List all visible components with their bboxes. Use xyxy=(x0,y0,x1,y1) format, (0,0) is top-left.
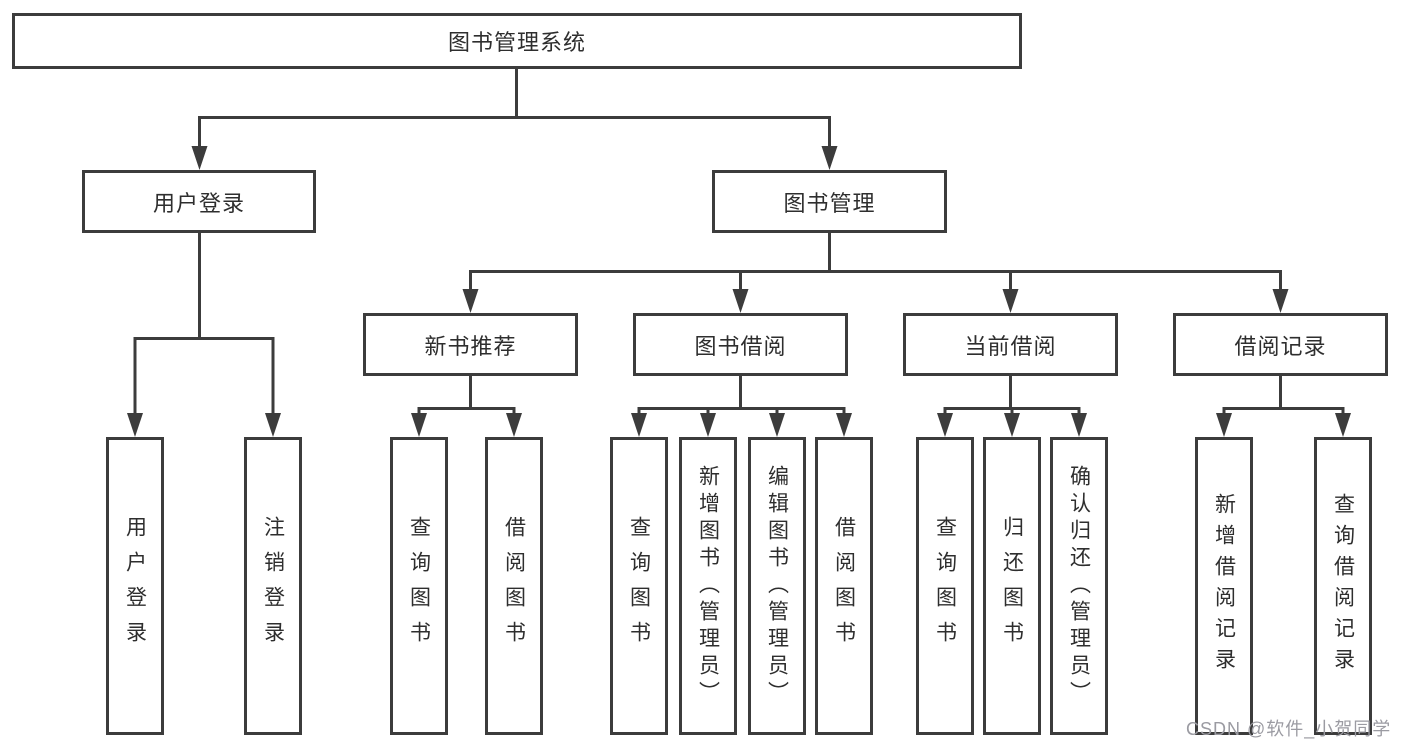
arrowhead-bookborrow-leaf-1 xyxy=(631,413,647,437)
arrowhead-user-login xyxy=(191,146,208,170)
leaf-current-return-book: 归还图书 xyxy=(983,437,1041,735)
leaf-current-return-book-label: 归还图书 xyxy=(1000,516,1024,656)
arrowhead-currentborrow-leaf-2 xyxy=(1004,413,1020,437)
arrowhead-newbook-leaf-1 xyxy=(411,413,427,437)
arrowhead-borrowrecord-leaf-2 xyxy=(1335,413,1351,437)
leaf-borrow-borrow-book: 借阅图书 xyxy=(815,437,873,735)
node-borrow-record-label: 借阅记录 xyxy=(1234,333,1327,359)
node-book-borrow-label: 图书借阅 xyxy=(694,333,787,359)
leaf-record-query-borrow-record-label: 查询借阅记录 xyxy=(1331,493,1355,679)
connector-userlogin-to-leaves xyxy=(133,233,275,415)
leaf-logout-login: 注销登录 xyxy=(244,437,302,735)
leaf-record-add-borrow-record: 新增借阅记录 xyxy=(1195,437,1253,735)
leaf-current-confirm-return-admin: 确认归还（管理员） xyxy=(1050,437,1108,735)
leaf-current-query-book-label: 查询图书 xyxy=(933,516,957,656)
leaf-logout-login-label: 注销登录 xyxy=(261,516,285,656)
leaf-current-confirm-return-admin-label: 确认归还（管理员） xyxy=(1067,464,1091,708)
node-current-borrow-label: 当前借阅 xyxy=(964,333,1057,359)
leaf-newbook-query-book-label: 查询图书 xyxy=(407,516,431,656)
leaf-newbook-borrow-book: 借阅图书 xyxy=(485,437,543,735)
node-borrow-record: 借阅记录 xyxy=(1173,313,1388,376)
node-new-book-recommend-label: 新书推荐 xyxy=(424,333,517,359)
arrowhead-leaf-user-login xyxy=(127,413,143,437)
arrowhead-leaf-logout xyxy=(265,413,281,437)
arrowhead-book-borrow xyxy=(732,289,749,313)
connector-bookmgmt-to-level3 xyxy=(469,233,1282,291)
arrowhead-currentborrow-leaf-1 xyxy=(937,413,953,437)
connector-root-to-level2 xyxy=(198,69,831,148)
leaf-borrow-borrow-book-label: 借阅图书 xyxy=(832,516,856,656)
csdn-watermark: CSDN @软件_小贺同学 xyxy=(1186,719,1392,739)
leaf-current-query-book: 查询图书 xyxy=(916,437,974,735)
node-user-login-label: 用户登录 xyxy=(152,190,245,216)
node-library-system-label: 图书管理系统 xyxy=(447,30,586,55)
connector-newbook-to-leaves xyxy=(417,376,516,415)
connector-currentborrow-to-leaves xyxy=(943,376,1081,415)
node-book-management: 图书管理 xyxy=(712,170,947,233)
arrowhead-borrowrecord-leaf-1 xyxy=(1216,413,1232,437)
leaf-newbook-borrow-book-label: 借阅图书 xyxy=(502,516,526,656)
leaf-record-query-borrow-record: 查询借阅记录 xyxy=(1314,437,1372,735)
arrowhead-currentborrow-leaf-3 xyxy=(1071,413,1087,437)
node-current-borrow: 当前借阅 xyxy=(903,313,1118,376)
leaf-record-add-borrow-record-label: 新增借阅记录 xyxy=(1212,493,1236,679)
leaf-borrow-edit-book-admin: 编辑图书（管理员） xyxy=(748,437,806,735)
node-user-login: 用户登录 xyxy=(82,170,316,233)
arrowhead-borrow-record xyxy=(1272,289,1289,313)
leaf-user-login: 用户登录 xyxy=(106,437,164,735)
arrowhead-bookborrow-leaf-3 xyxy=(769,413,785,437)
arrowhead-current-borrow xyxy=(1002,289,1019,313)
arrowhead-bookborrow-leaf-4 xyxy=(836,413,852,437)
leaf-borrow-edit-book-admin-label: 编辑图书（管理员） xyxy=(765,464,789,708)
arrowhead-bookborrow-leaf-2 xyxy=(700,413,716,437)
node-book-management-label: 图书管理 xyxy=(783,190,876,216)
connector-bookborrow-to-leaves xyxy=(637,376,846,415)
arrowhead-new-book xyxy=(462,289,479,313)
leaf-borrow-add-book-admin-label: 新增图书（管理员） xyxy=(696,464,720,708)
leaf-borrow-query-book: 查询图书 xyxy=(610,437,668,735)
node-book-borrow: 图书借阅 xyxy=(633,313,848,376)
node-new-book-recommend: 新书推荐 xyxy=(363,313,578,376)
leaf-user-login-label: 用户登录 xyxy=(123,516,147,656)
leaf-borrow-query-book-label: 查询图书 xyxy=(627,516,651,656)
node-library-system: 图书管理系统 xyxy=(12,13,1022,69)
arrowhead-book-mgmt xyxy=(821,146,838,170)
arrowhead-newbook-leaf-2 xyxy=(506,413,522,437)
connector-borrowrecord-to-leaves xyxy=(1222,376,1345,415)
leaf-newbook-query-book: 查询图书 xyxy=(390,437,448,735)
leaf-borrow-add-book-admin: 新增图书（管理员） xyxy=(679,437,737,735)
